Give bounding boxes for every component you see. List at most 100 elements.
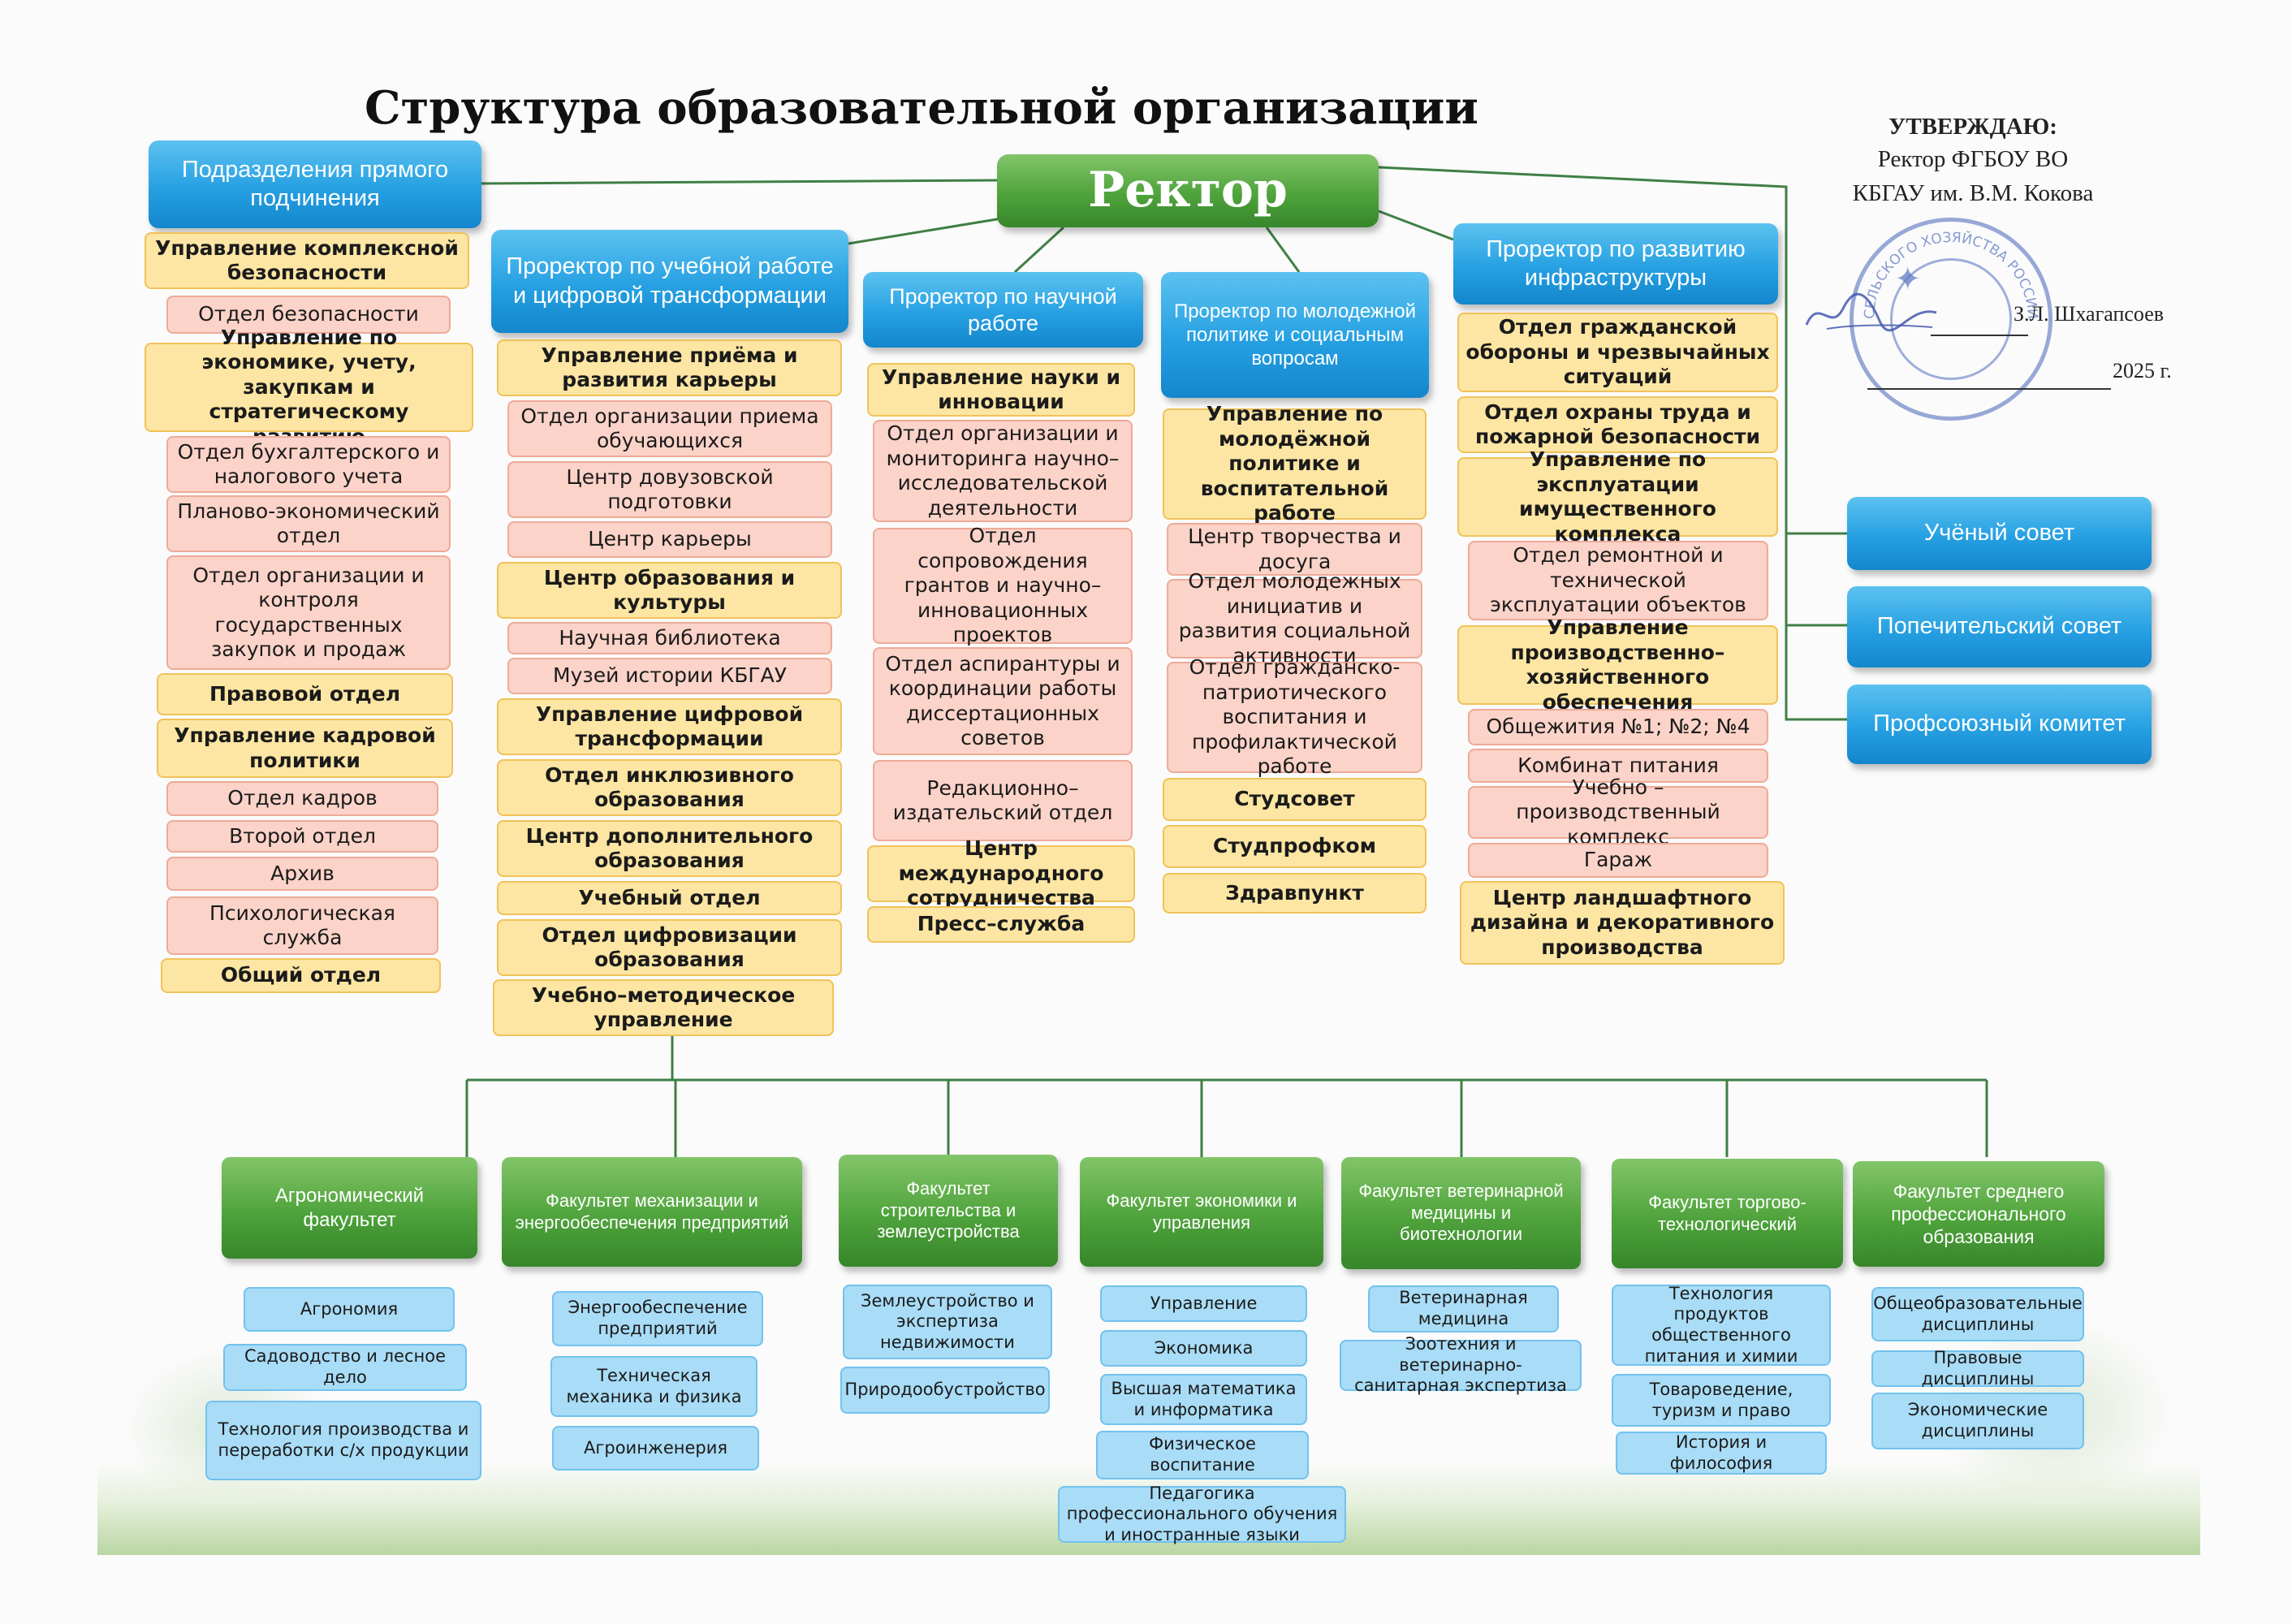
unit-box: Общежития №1; №2; №4 <box>1468 709 1768 745</box>
unit-box: Отдел молодежных инициатив и развития со… <box>1167 569 1422 667</box>
unit-box: Отдел аспирантуры и координации работы д… <box>873 647 1133 755</box>
signature-icon <box>1805 292 1937 332</box>
unit-box: Планово-экономический отдел <box>166 495 451 552</box>
column-header-0: Подразделения прямого подчинения <box>149 140 481 228</box>
unit-box: Центр дополнительного образования <box>497 820 842 877</box>
unit-box: Управление по молодёжной политике и восп… <box>1163 402 1427 525</box>
unit-box: Здравпункт <box>1163 873 1427 914</box>
faculty-box: Факультет ветеринарной медицины и биотех… <box>1341 1157 1581 1269</box>
date-line <box>1867 388 2111 390</box>
department-box: Правовые дисциплины <box>1871 1348 2084 1389</box>
unit-box: Учебно–методическое управление <box>493 979 834 1036</box>
approval-date: 2025 г. <box>2113 359 2172 382</box>
unit-box: Общий отдел <box>161 958 441 993</box>
column-header-3: Проректор по молодежной политике и социа… <box>1161 272 1429 398</box>
rector-to-youth <box>1265 227 1301 273</box>
unit-box: Гараж <box>1468 843 1768 878</box>
unit-box: Управление по экономике, учету, закупкам… <box>145 326 473 448</box>
department-box: Садоводство и лесное дело <box>223 1344 467 1391</box>
unit-box: Центр ландшафтного дизайна и декоративно… <box>1460 881 1785 965</box>
unit-box: Управление кадровой политики <box>157 719 453 778</box>
council-box: Попечительский совет <box>1847 586 2152 667</box>
department-box: Экономические дисциплины <box>1871 1393 2084 1449</box>
unit-box: Учебный отдел <box>497 881 842 915</box>
unit-box: Отдел гражданской обороны и чрезвычайных… <box>1457 313 1778 392</box>
approval-signer: З.Л. Шхагапсоев <box>2014 302 2165 326</box>
department-box: Природообустройство <box>840 1367 1050 1414</box>
rector-to-science <box>1013 226 1065 274</box>
unit-box: Центр образования и культуры <box>497 562 842 619</box>
unit-box: Второй отдел <box>166 820 438 853</box>
unit-box: Отдел гражданско-патриотического воспита… <box>1167 655 1422 778</box>
unit-box: Учебно – производственный комплекс <box>1468 775 1768 849</box>
unit-box: Управление по эксплуатации имущественног… <box>1457 447 1778 546</box>
unit-box: Студпрофком <box>1163 825 1427 868</box>
department-box: Агроинженерия <box>552 1426 759 1471</box>
unit-box: Пресс–служба <box>867 906 1135 943</box>
rector-box: Ректор <box>997 154 1379 227</box>
approval-heading: УТВЕРЖДАЮ: <box>1888 114 2057 140</box>
unit-box: Центр карьеры <box>507 521 832 558</box>
unit-box: Музей истории КБГАУ <box>507 658 832 694</box>
unit-box: Управление цифровой трансформации <box>497 698 842 755</box>
unit-box: Отдел ремонтной и технической эксплуатац… <box>1468 541 1768 620</box>
unit-box: Управление приёма и развития карьеры <box>497 339 842 396</box>
page-title: Структура образовательной организации <box>365 81 1478 135</box>
department-box: Управление <box>1100 1285 1307 1322</box>
unit-box: Отдел организации приема обучающихся <box>507 400 832 457</box>
department-box: Технология продуктов общественного питан… <box>1612 1284 1831 1366</box>
unit-box: Центр международного сотрудничества <box>867 836 1135 909</box>
unit-box: Отдел цифровизации образования <box>497 919 842 976</box>
unit-box: Архив <box>166 857 438 891</box>
unit-box: Центр творчества и досуга <box>1167 523 1422 576</box>
faculty-box: Факультет механизации и энергообеспечени… <box>502 1157 802 1267</box>
department-box: История и философия <box>1616 1432 1827 1475</box>
approval-line-2: КБГАУ им. В.М. Кокова <box>1852 180 2094 206</box>
faculty-box: Факультет строительства и землеустройств… <box>839 1155 1058 1267</box>
rector-to-infrastructure <box>1378 209 1454 241</box>
rector-to-academic <box>848 216 1008 245</box>
unit-box: Отдел организации и мониторинга научно–и… <box>873 420 1133 522</box>
faculty-box: Факультет экономики и управления <box>1080 1157 1323 1267</box>
department-box: Техническая механика и физика <box>550 1356 758 1417</box>
department-box: Общеобразовательные дисциплины <box>1871 1287 2084 1341</box>
unit-box: Научная библиотека <box>507 622 832 654</box>
department-box: Технология производства и переработки с/… <box>205 1401 481 1480</box>
unit-box: Центр довузовской подготовки <box>507 461 832 518</box>
department-box: Энергообеспечение предприятий <box>552 1291 763 1346</box>
unit-box: Управление комплексной безопасности <box>145 232 469 289</box>
column-header-4: Проректор по развитию инфраструктуры <box>1453 223 1778 304</box>
unit-box: Отдел безопасности <box>166 296 451 334</box>
faculty-box: Агрономический факультет <box>222 1157 477 1259</box>
council-box: Профсоюзный комитет <box>1847 685 2152 764</box>
department-box: Зоотехния и ветеринарно-санитарная экспе… <box>1340 1334 1582 1395</box>
unit-box: Отдел кадров <box>166 781 438 816</box>
department-box: Агрономия <box>244 1287 455 1332</box>
department-box: Педагогика профессионального обучения и … <box>1058 1484 1346 1544</box>
unit-box: Управление производственно–хозяйственног… <box>1457 615 1778 714</box>
seal-icon: СЕЛЬСКОГО ХОЗЯЙСТВА РОССИИ ✦ <box>1850 218 2052 421</box>
rector-to-direct-units <box>481 179 998 185</box>
unit-box: Отдел охраны труда и пожарной безопаснос… <box>1457 396 1778 453</box>
column-header-2: Проректор по научной работе <box>863 272 1143 348</box>
signature-line <box>1931 335 2028 336</box>
department-box: Ветеринарная медицина <box>1368 1285 1559 1332</box>
unit-box: Управление науки и инновации <box>867 363 1135 417</box>
faculty-box: Факультет среднего профессионального обр… <box>1853 1161 2104 1267</box>
department-box: Высшая математика и информатика <box>1100 1374 1307 1425</box>
unit-box: Отдел инклюзивного образования <box>497 759 842 816</box>
unit-box: Комбинат питания <box>1468 749 1768 783</box>
department-box: Товароведение, туризм и право <box>1612 1374 1831 1427</box>
unit-box: Отдел бухгалтерского и налогового учета <box>166 436 451 493</box>
column-header-1: Проректор по учебной работе и цифровой т… <box>491 230 848 333</box>
department-box: Землеустройство и экспертиза недвижимост… <box>843 1285 1052 1359</box>
faculty-box: Факультет торгово-технологический <box>1612 1159 1843 1268</box>
unit-box: Студсовет <box>1163 778 1427 821</box>
unit-box: Редакционно–издательский отдел <box>873 760 1133 841</box>
unit-box: Правовой отдел <box>157 673 453 715</box>
rector-to-councils <box>1378 166 1847 721</box>
department-box: Физическое воспитание <box>1096 1431 1309 1479</box>
unit-box: Отдел организации и контроля государстве… <box>166 555 451 670</box>
